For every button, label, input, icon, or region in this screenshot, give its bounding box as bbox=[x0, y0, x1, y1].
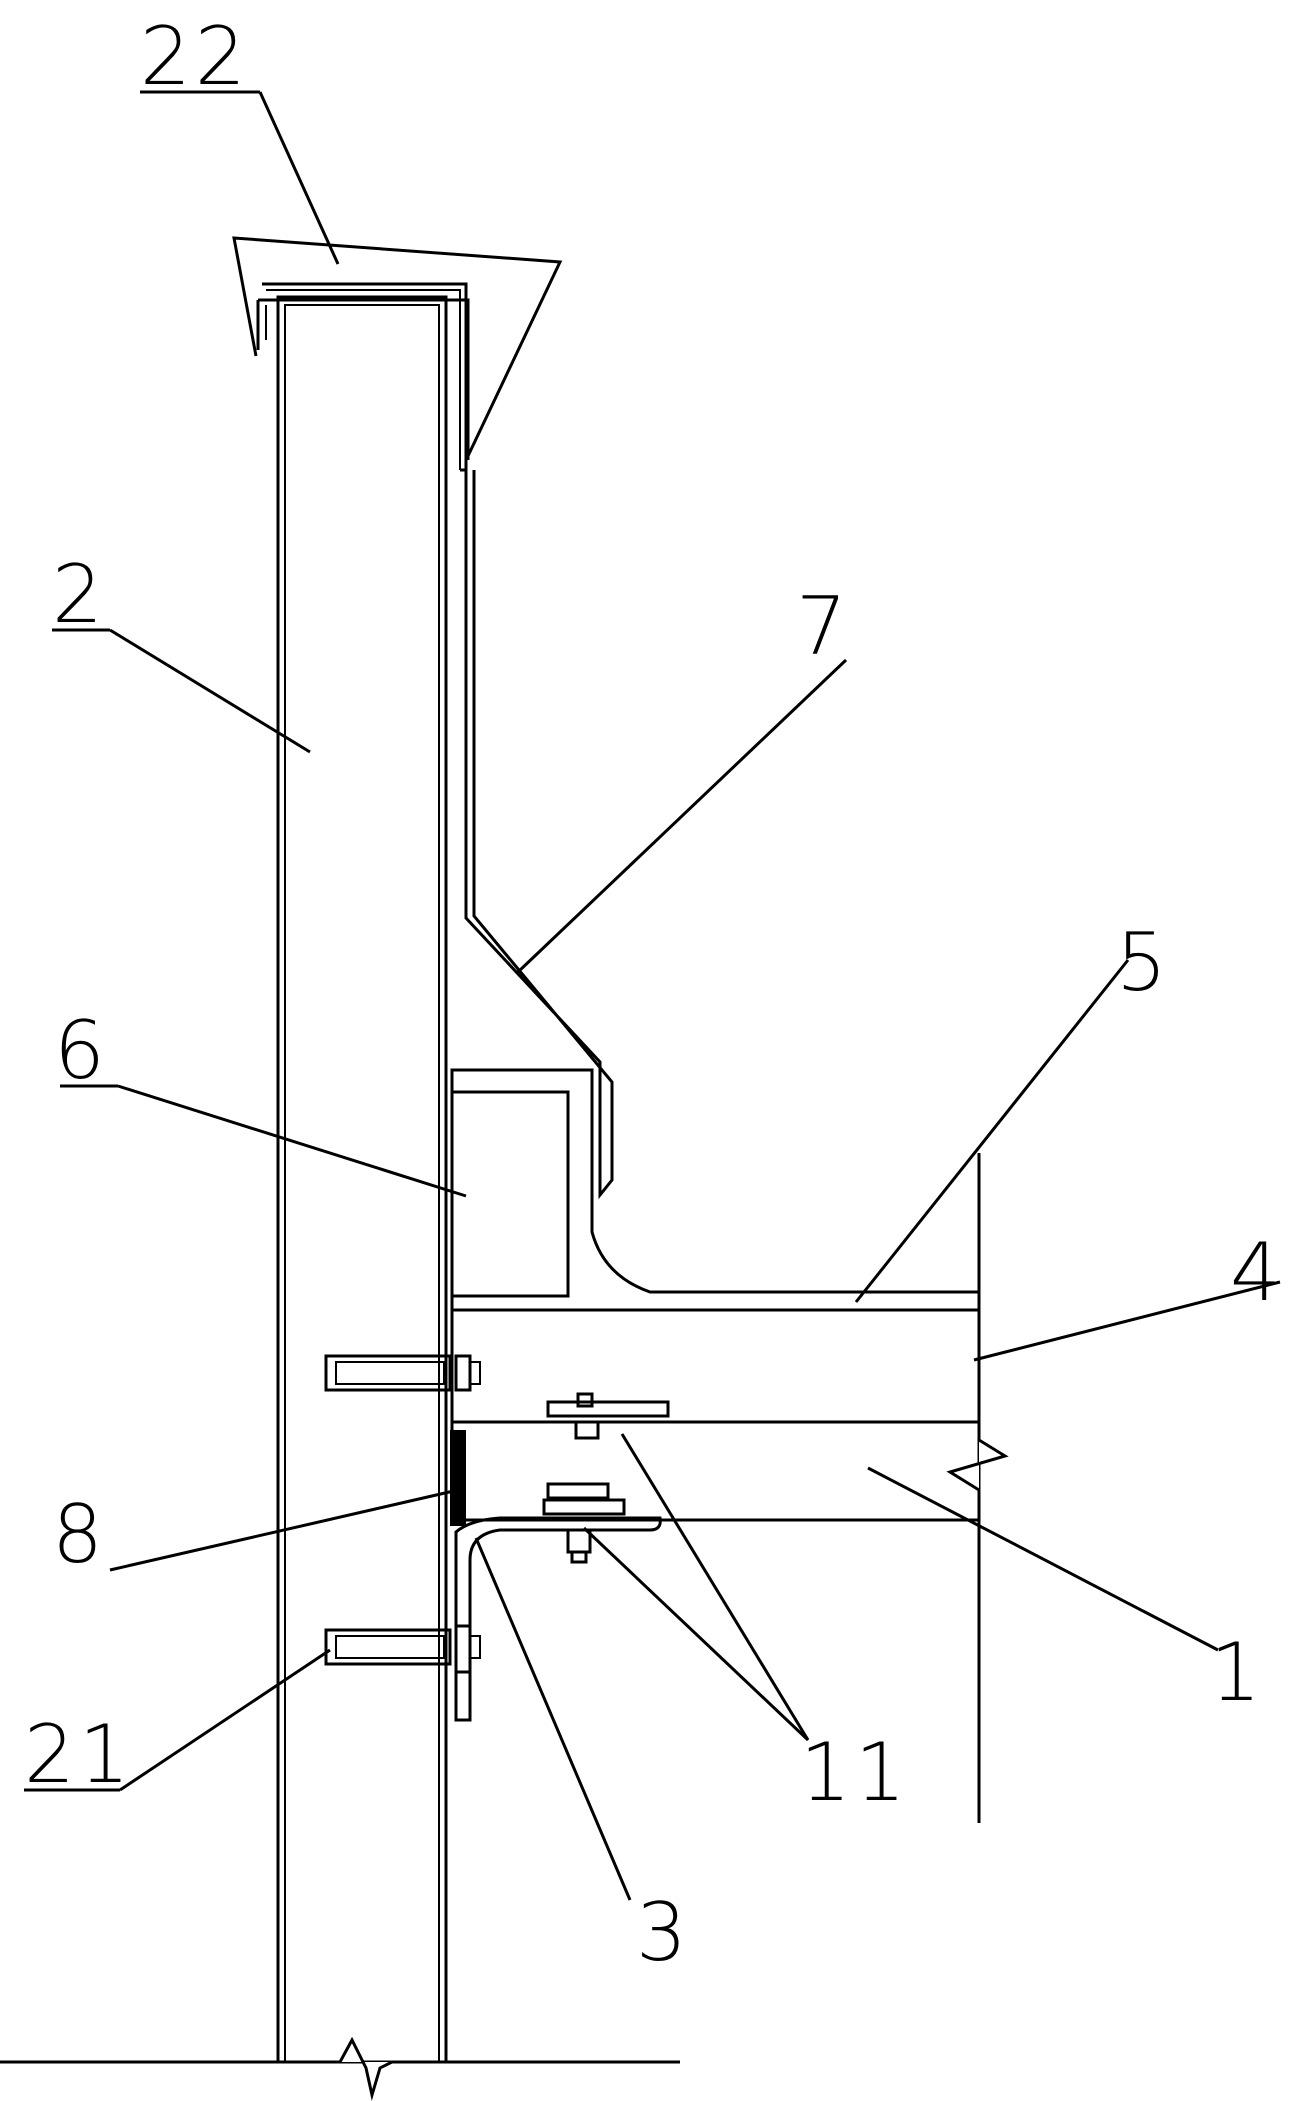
sealant-strip bbox=[450, 1430, 466, 1526]
label-4: 4 bbox=[1230, 1226, 1285, 1319]
label-21: 21 bbox=[24, 1708, 134, 1801]
angle-bracket bbox=[456, 1518, 660, 1720]
insulation-layer bbox=[452, 1310, 979, 1422]
label-8: 8 bbox=[52, 1488, 107, 1581]
wall-panel bbox=[278, 297, 446, 2095]
label-22: 22 bbox=[140, 10, 250, 103]
label-6: 6 bbox=[54, 1004, 109, 1097]
block-6 bbox=[452, 1070, 979, 1310]
label-5: 5 bbox=[1116, 916, 1171, 1009]
bolt-upper bbox=[548, 1394, 668, 1438]
wall-anchor-upper bbox=[326, 1356, 480, 1390]
label-1: 1 bbox=[1210, 1626, 1265, 1719]
slab-1 bbox=[452, 1422, 1005, 1520]
cladding-outer-line bbox=[466, 470, 612, 1195]
leader-lines bbox=[24, 92, 1280, 1900]
label-11: 11 bbox=[800, 1726, 910, 1819]
label-2: 2 bbox=[52, 548, 107, 641]
bolt-lower bbox=[544, 1484, 624, 1562]
cap-flashing bbox=[234, 238, 560, 470]
label-7: 7 bbox=[796, 580, 851, 673]
label-3: 3 bbox=[636, 1886, 691, 1979]
wall-anchor-lower bbox=[326, 1626, 480, 1672]
